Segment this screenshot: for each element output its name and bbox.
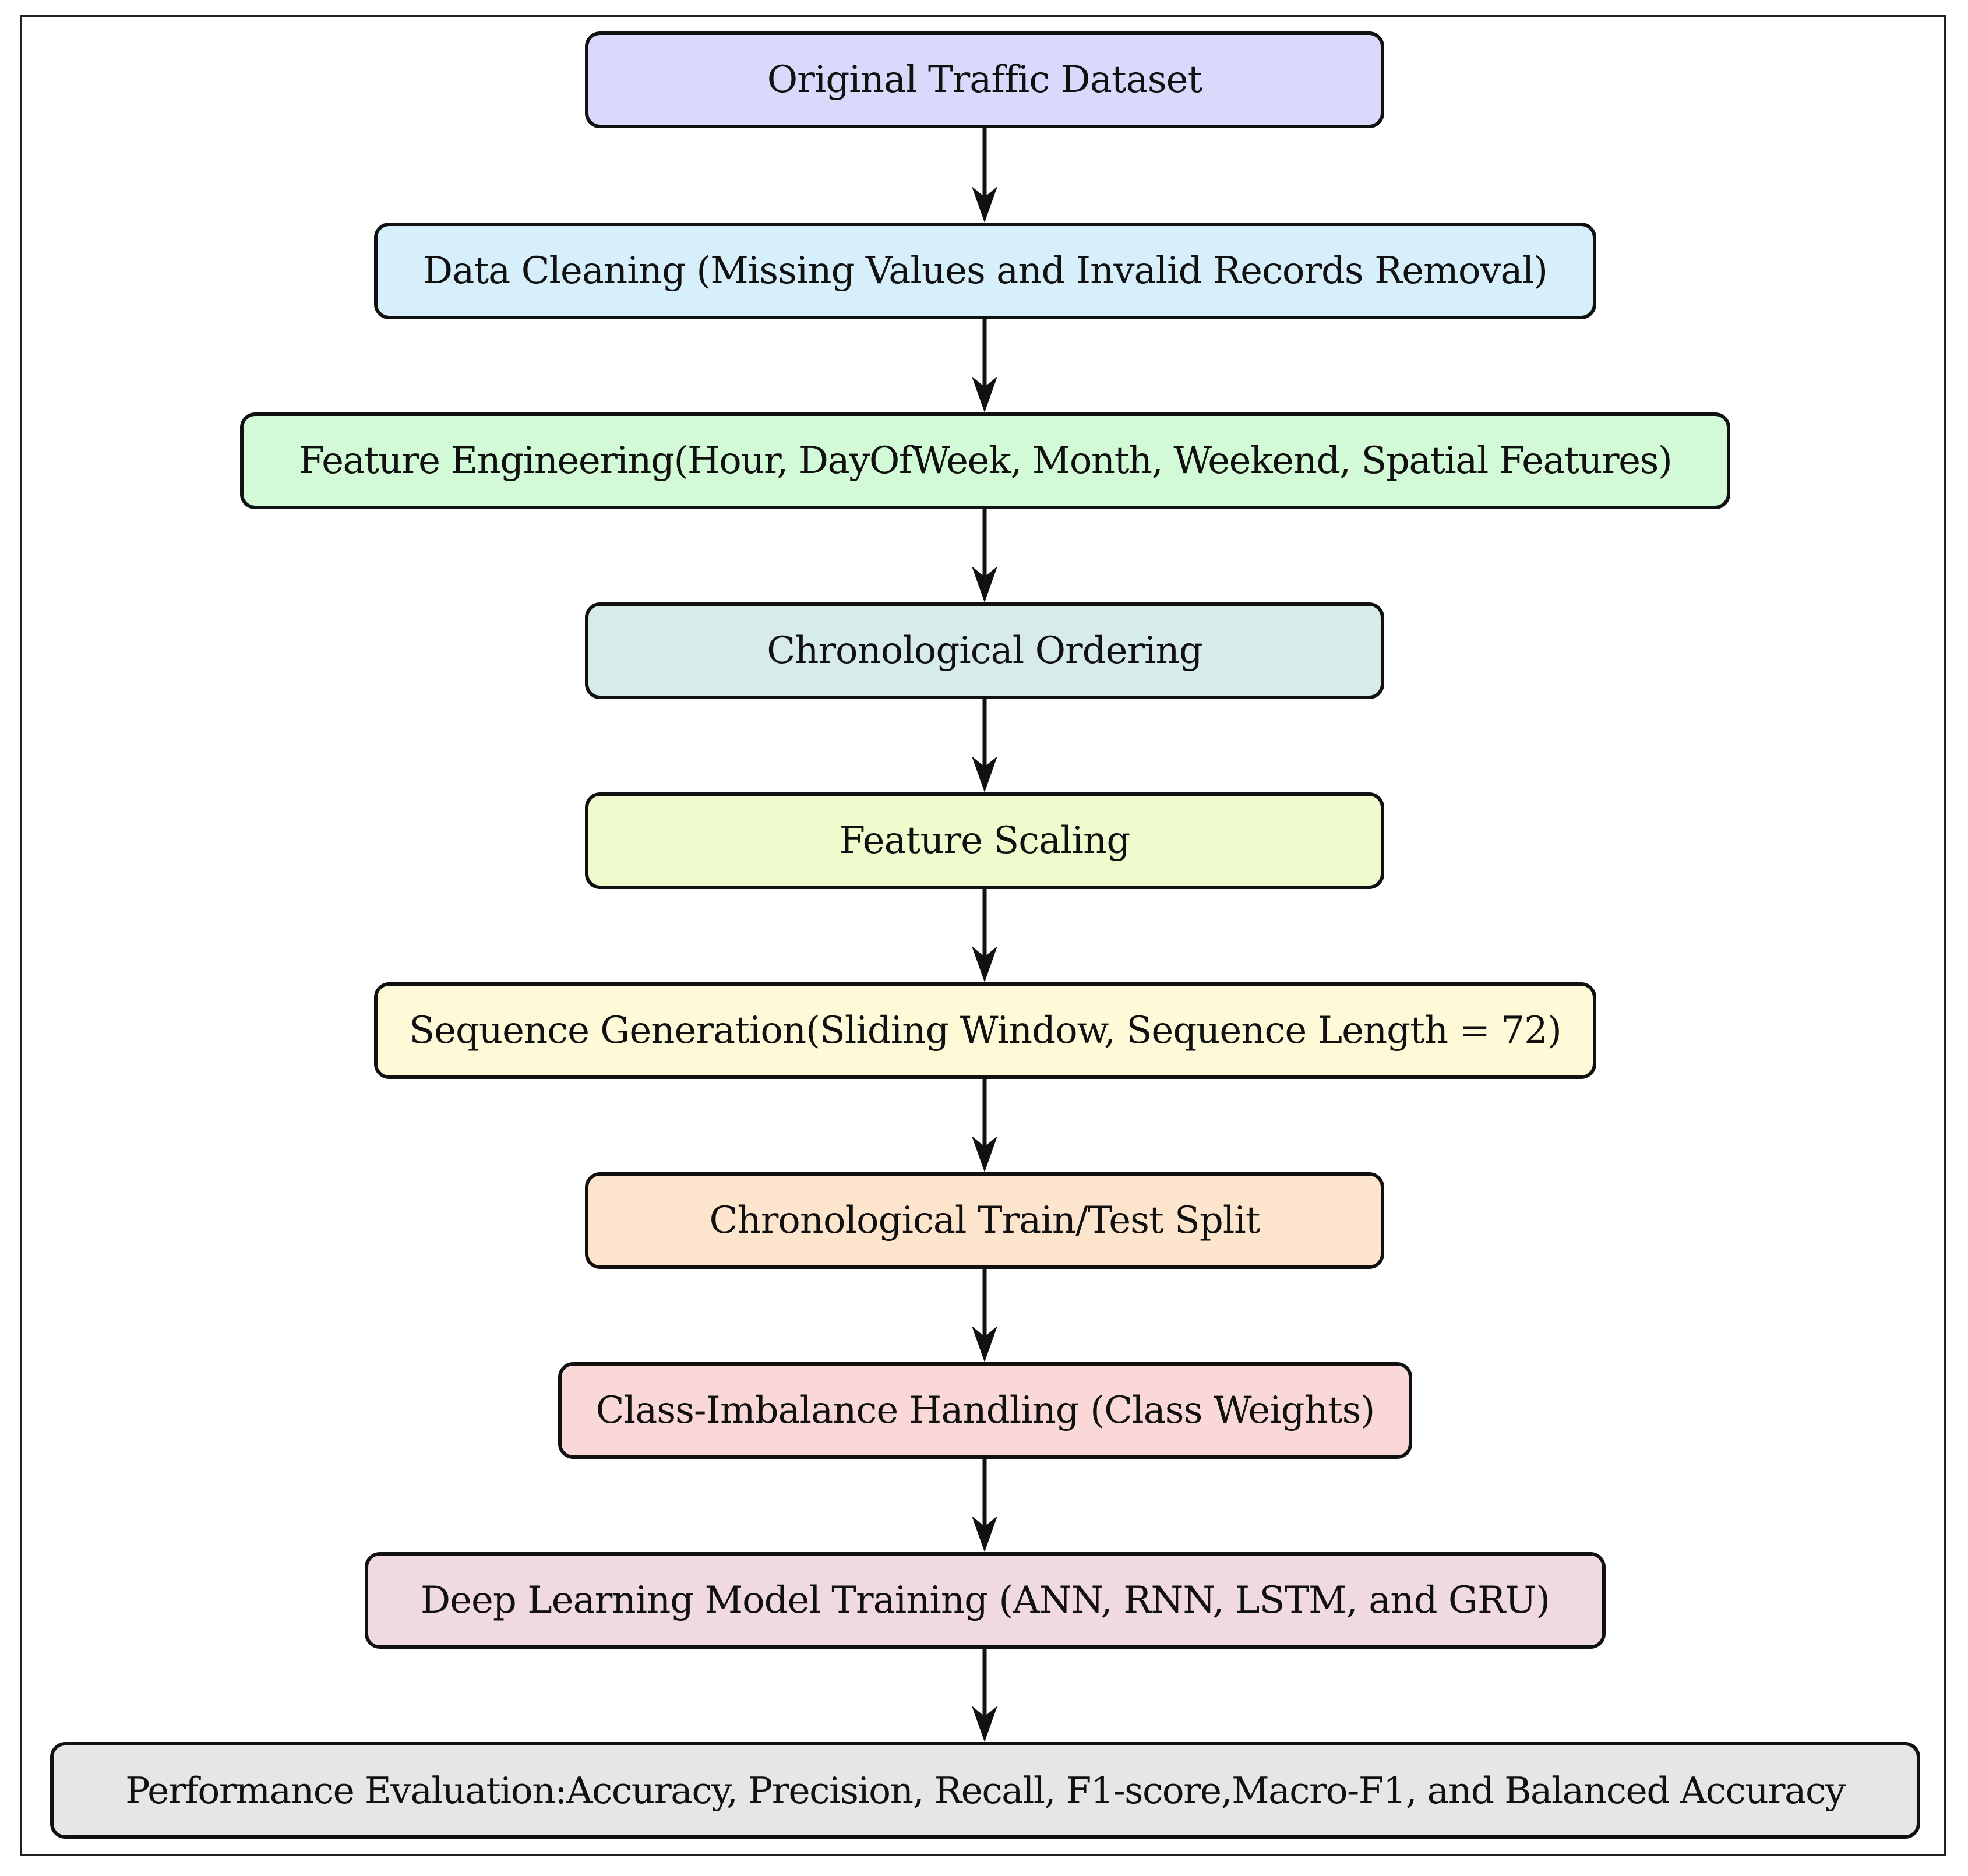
step-class-imbalance-handling: Class-Imbalance Handling (Class Weights) (558, 1362, 1412, 1459)
step-data-cleaning: Data Cleaning (Missing Values and Invali… (374, 223, 1596, 319)
step-original-traffic-dataset: Original Traffic Dataset (585, 31, 1384, 128)
step-chronological-ordering: Chronological Ordering (585, 602, 1384, 699)
step-sequence-generation: Sequence Generation(Sliding Window, Sequ… (374, 982, 1596, 1079)
step-model-training: Deep Learning Model Training (ANN, RNN, … (365, 1552, 1606, 1649)
step-feature-scaling: Feature Scaling (585, 792, 1384, 889)
step-train-test-split: Chronological Train/Test Split (585, 1172, 1384, 1269)
step-performance-evaluation: Performance Evaluation:Accuracy, Precisi… (50, 1742, 1920, 1839)
diagram-frame (20, 15, 1946, 1856)
step-feature-engineering: Feature Engineering(Hour, DayOfWeek, Mon… (240, 412, 1730, 509)
